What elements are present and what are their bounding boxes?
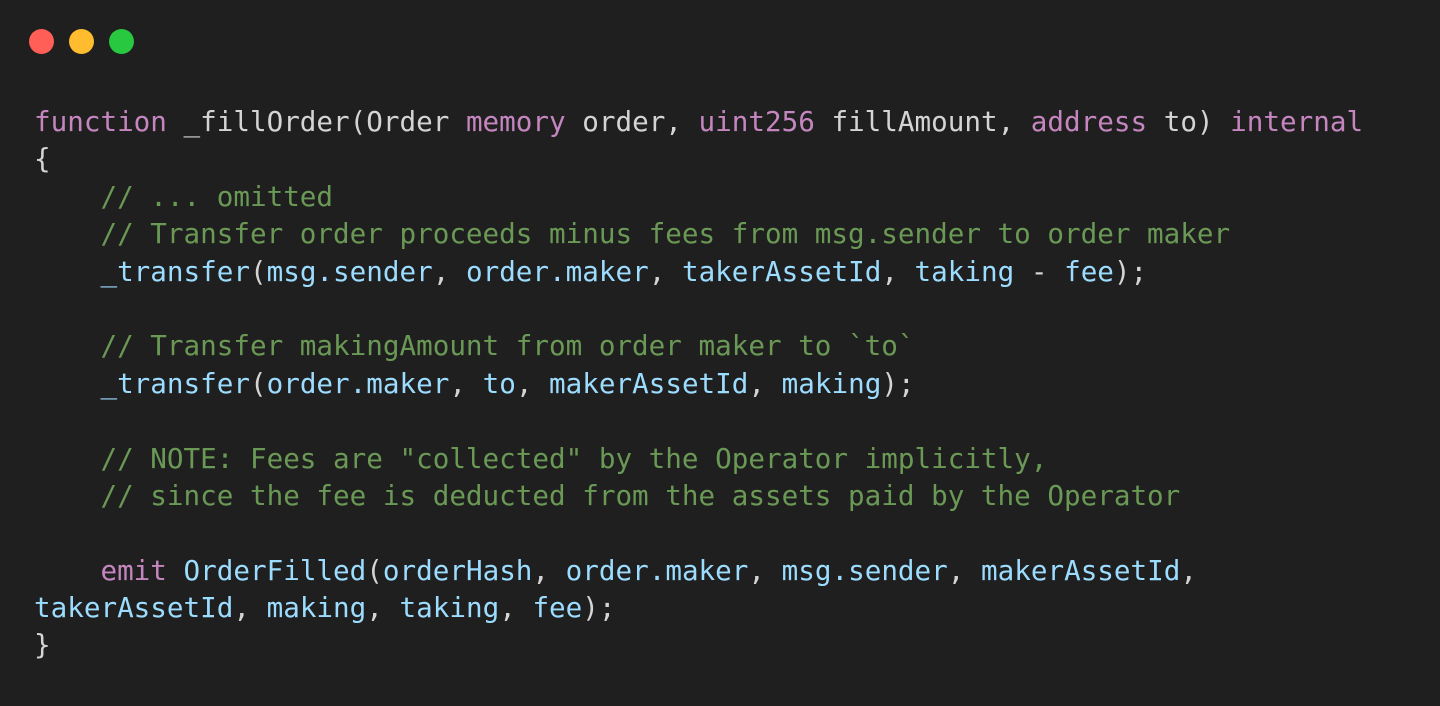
code-line: } — [34, 626, 1363, 663]
code-token-plain: ); — [881, 366, 915, 400]
code-token-comment: // Transfer makingAmount from order make… — [34, 329, 915, 363]
code-token-plain: , — [366, 591, 400, 625]
code-token-identifier: to — [482, 366, 516, 400]
code-token-plain: , — [532, 553, 566, 587]
code-line: // ... omitted — [34, 178, 1363, 215]
code-token-plain — [34, 554, 100, 587]
minimize-window-button[interactable] — [69, 29, 94, 54]
zoom-window-button[interactable] — [109, 29, 134, 54]
code-line: // NOTE: Fees are "collected" by the Ope… — [34, 440, 1363, 477]
code-token-comment: // ... omitted — [34, 179, 334, 213]
code-token-plain: , — [748, 366, 782, 400]
code-token-keyword: emit — [100, 553, 167, 587]
code-token-plain — [167, 554, 184, 587]
code-token-identifier: msg.sender — [781, 553, 948, 587]
code-token-plain — [34, 255, 100, 288]
code-token-identifier: _transfer — [100, 254, 250, 288]
code-token-keyword: memory — [465, 105, 566, 138]
code-token-plain: , — [1180, 553, 1197, 587]
code-token-plain: } — [34, 628, 51, 662]
code-token-comment: // Transfer order proceeds minus fees fr… — [34, 217, 1231, 251]
code-token-identifier: msg.sender — [266, 254, 433, 288]
code-line — [34, 402, 1363, 439]
code-token-plain: ); — [582, 591, 616, 625]
code-line — [34, 514, 1363, 551]
code-token-identifier: order.maker — [465, 254, 649, 288]
window-titlebar — [0, 0, 1440, 80]
code-token-keyword: internal — [1230, 105, 1364, 138]
code-token-identifier: takerAssetId — [681, 254, 882, 288]
code-token-identifier: taking — [399, 591, 500, 625]
code-token-plain: , — [881, 254, 915, 288]
code-token-plain: , — [748, 553, 782, 587]
code-token-keyword: uint256 — [698, 105, 815, 138]
code-token-plain: to) — [1147, 105, 1231, 138]
code-token-identifier: taking — [914, 254, 1015, 288]
code-token-identifier: OrderFilled — [183, 553, 367, 587]
code-token-identifier: order.maker — [266, 366, 450, 400]
code-token-plain: , — [233, 591, 267, 625]
code-token-plain: , — [648, 254, 682, 288]
code-token-plain — [34, 367, 100, 400]
code-token-plain: , — [449, 366, 483, 400]
code-token-plain: ( — [249, 366, 267, 400]
code-token-identifier: fee — [532, 591, 583, 625]
code-token-keyword: function — [34, 105, 167, 138]
code-token-keyword: address — [1030, 105, 1148, 138]
code-token-identifier: makerAssetId — [981, 553, 1181, 587]
code-token-identifier: makerAssetId — [549, 366, 749, 400]
code-line: // since the fee is deducted from the as… — [34, 477, 1363, 514]
code-block: function _fillOrder(Order memory order, … — [34, 103, 1363, 664]
code-line: // Transfer makingAmount from order make… — [34, 327, 1363, 364]
code-token-comment: // since the fee is deducted from the as… — [34, 478, 1181, 512]
code-line: // Transfer order proceeds minus fees fr… — [34, 215, 1363, 252]
code-token-identifier: making — [266, 591, 367, 625]
code-token-identifier: _transfer — [100, 366, 250, 400]
code-token-plain: _fillOrder(Order — [166, 105, 466, 138]
code-token-plain: , — [947, 553, 982, 587]
code-token-plain: - — [1014, 254, 1065, 288]
code-line: emit OrderFilled(orderHash, order.maker,… — [34, 552, 1363, 589]
close-window-button[interactable] — [29, 29, 54, 54]
code-line: _transfer(order.maker, to, makerAssetId,… — [34, 365, 1363, 402]
code-token-plain: order, — [565, 105, 699, 138]
code-token-plain: , — [515, 366, 550, 400]
code-token-plain: , — [432, 254, 466, 288]
code-line: { — [34, 140, 1363, 177]
code-token-identifier: orderHash — [382, 553, 533, 587]
code-token-identifier: making — [781, 366, 882, 400]
code-token-plain: , — [499, 591, 533, 625]
code-token-identifier: fee — [1064, 254, 1114, 288]
code-token-identifier: order.maker — [565, 553, 749, 587]
code-token-plain: { — [34, 142, 51, 176]
code-line: _transfer(msg.sender, order.maker, taker… — [34, 253, 1363, 290]
code-line — [34, 290, 1363, 327]
code-token-identifier: takerAssetId — [34, 591, 234, 625]
code-token-comment: // NOTE: Fees are "collected" by the Ope… — [34, 441, 1048, 475]
code-token-plain: fillAmount, — [814, 105, 1031, 138]
code-line: takerAssetId, making, taking, fee); — [34, 589, 1363, 626]
code-token-plain: ( — [366, 553, 383, 587]
code-token-plain: ); — [1113, 254, 1148, 288]
code-token-plain: ( — [249, 254, 267, 288]
code-line: function _fillOrder(Order memory order, … — [34, 103, 1363, 140]
